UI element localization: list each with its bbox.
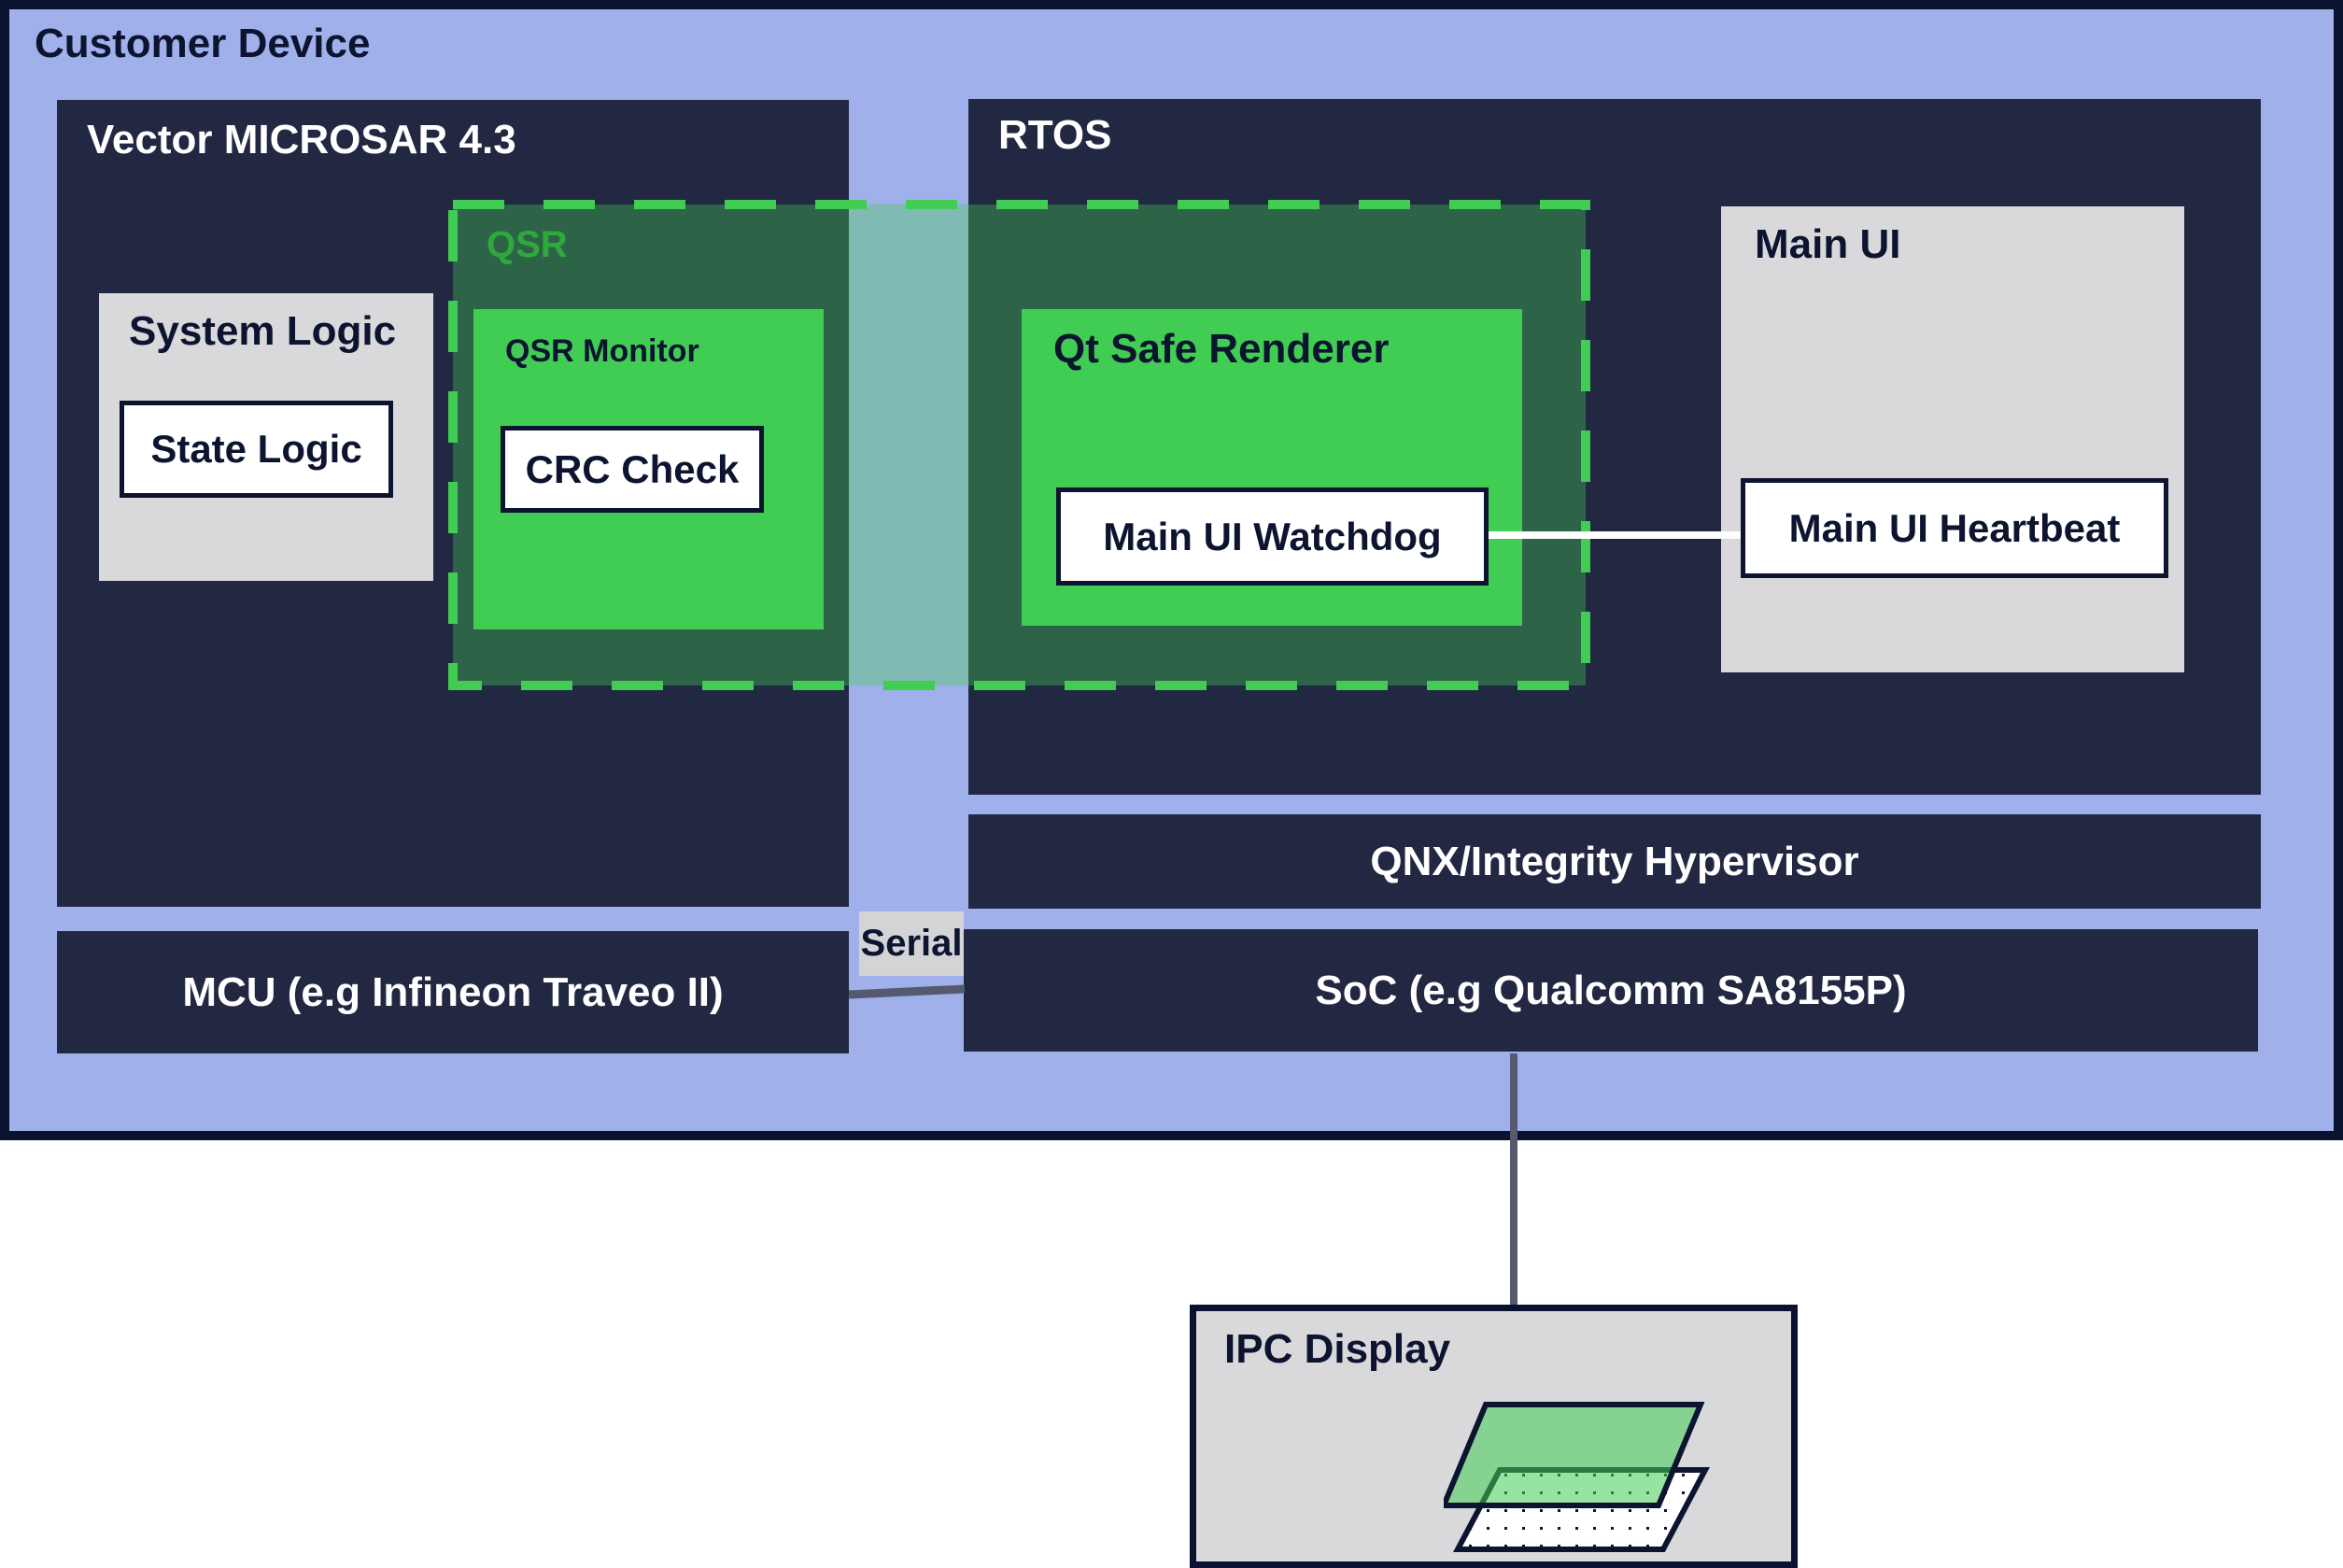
main-ui-label: Main UI [1755, 221, 1901, 267]
soc-display-connector [1510, 1053, 1517, 1307]
hypervisor-block: QNX/Integrity Hypervisor [968, 814, 2261, 909]
mcu-block: MCU (e.g Infineon Traveo II) [57, 931, 849, 1053]
serial-connector [849, 984, 965, 999]
main-ui-watchdog-label: Main UI Watchdog [1103, 514, 1442, 558]
serial-label-box: Serial [859, 911, 964, 976]
main-ui-watchdog-box: Main UI Watchdog [1056, 487, 1489, 586]
mcu-label: MCU (e.g Infineon Traveo II) [182, 968, 724, 1015]
rtos-label: RTOS [998, 112, 1112, 158]
crc-check-label: CRC Check [525, 446, 740, 491]
watchdog-heartbeat-connector [1489, 531, 1741, 539]
vector-microsar-label: Vector MICROSAR 4.3 [87, 117, 516, 162]
main-ui-heartbeat-label: Main UI Heartbeat [1788, 505, 2121, 550]
main-ui-heartbeat-box: Main UI Heartbeat [1741, 478, 2168, 578]
qt-safe-renderer-label: Qt Safe Renderer [1053, 326, 1390, 372]
hypervisor-label: QNX/Integrity Hypervisor [1370, 838, 1859, 884]
layered-display-icon [1444, 1402, 1710, 1552]
qsr-overlap-band [849, 205, 968, 685]
qsr-dashed-border [448, 200, 1590, 690]
ipc-display-label: IPC Display [1224, 1326, 1451, 1372]
system-logic-label: System Logic [129, 308, 397, 354]
state-logic-box: State Logic [120, 401, 393, 498]
soc-block: SoC (e.g Qualcomm SA8155P) [964, 929, 2258, 1052]
serial-label: Serial [860, 923, 963, 964]
main-ui-block: Main UI [1721, 206, 2184, 672]
qsr-label: QSR [487, 224, 568, 265]
customer-device-label: Customer Device [35, 21, 371, 66]
soc-label: SoC (e.g Qualcomm SA8155P) [1315, 967, 1907, 1013]
state-logic-label: State Logic [150, 427, 362, 471]
ipc-display-block: IPC Display [1190, 1305, 1798, 1568]
qsr-monitor-label: QSR Monitor [505, 333, 699, 369]
crc-check-box: CRC Check [501, 426, 764, 513]
